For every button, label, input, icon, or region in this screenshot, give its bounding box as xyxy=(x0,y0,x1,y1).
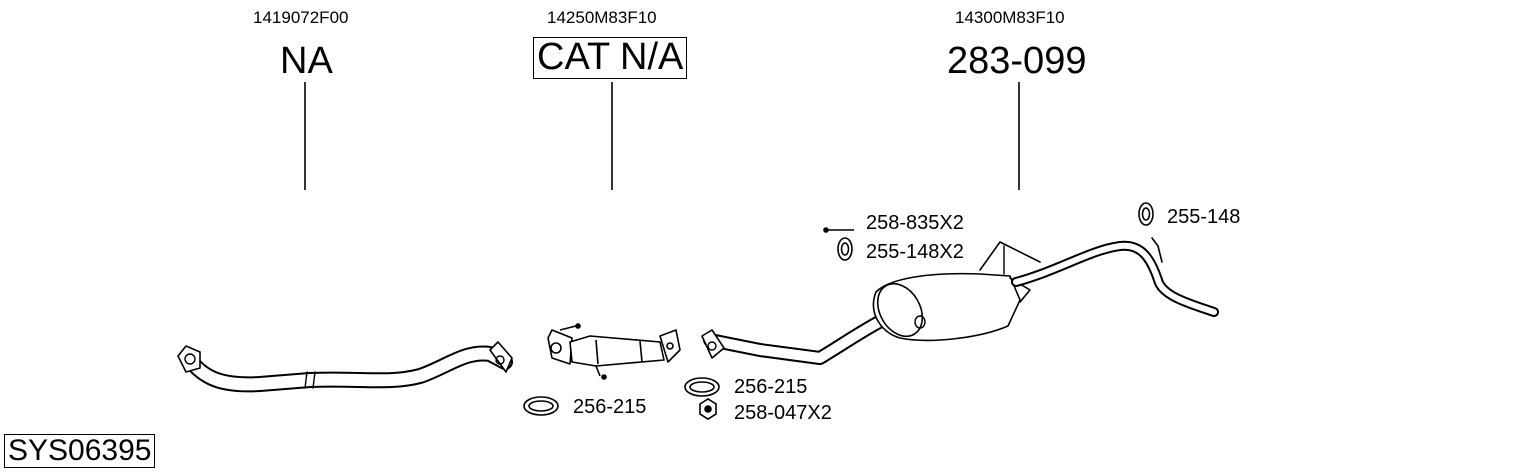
rubber-mount-icon xyxy=(837,237,853,261)
oem-number-rear-silencer: 14300M83F10 xyxy=(955,8,1065,27)
bolt-icon xyxy=(823,227,854,233)
part-number-front-pipe: NA xyxy=(280,40,333,82)
gasket-left-icon xyxy=(523,396,559,416)
callout-gasket-right-label: 256-215 xyxy=(734,376,808,398)
callout-rubber-mount-single-label: 255-148 xyxy=(1167,206,1241,228)
callout-rubber-mount-pair-label: 255-148X2 xyxy=(866,241,964,263)
rubber-mount-single-icon xyxy=(1138,202,1154,226)
part-number-catalyst: CAT N/A xyxy=(533,37,688,79)
front-pipe-drawing xyxy=(177,341,513,393)
gasket-right-icon xyxy=(684,377,720,397)
catalyst-drawing xyxy=(547,323,681,380)
callout-bolt-label: 258-835X2 xyxy=(866,212,964,234)
part-number-rear-silencer: 283-099 xyxy=(947,40,1087,82)
callout-gasket-left-label: 256-215 xyxy=(573,396,647,418)
callout-nut-label: 258-047X2 xyxy=(734,402,832,424)
rear-silencer-drawing xyxy=(701,237,1219,365)
oem-number-front-pipe: 1419072F00 xyxy=(253,8,349,27)
nut-icon xyxy=(699,398,717,420)
system-code-label: SYS06395 xyxy=(4,434,156,468)
oem-number-catalyst: 14250M83F10 xyxy=(547,8,657,27)
